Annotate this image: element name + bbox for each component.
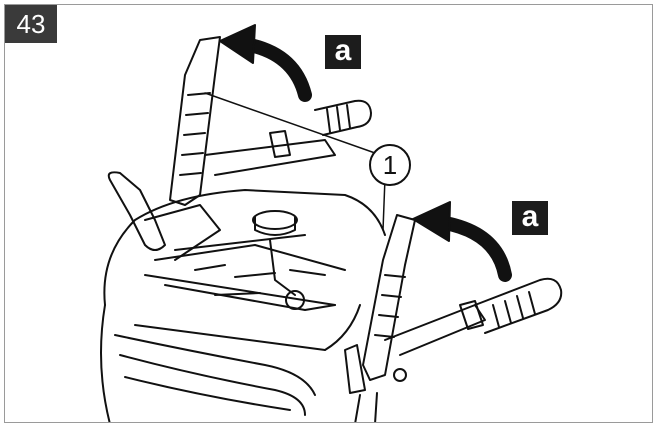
figure-number: 43 xyxy=(5,5,57,43)
diagram-frame: 1 43 a a xyxy=(4,4,653,423)
scooter-front-body xyxy=(100,189,386,422)
right-handle-folded xyxy=(344,214,563,422)
arrow-label-upper: a xyxy=(325,35,361,69)
left-handle-folded xyxy=(169,36,372,206)
steering-stem xyxy=(252,210,326,310)
curved-arrow-icon xyxy=(219,24,312,102)
callout-circle-icon xyxy=(369,144,411,186)
callout-leaders xyxy=(204,92,386,231)
arrow-label-lower: a xyxy=(512,201,548,235)
left-strap xyxy=(107,171,221,261)
handlebar-illustration: 1 xyxy=(100,24,563,422)
curved-arrow-icon xyxy=(412,201,512,282)
callout-number: 1 xyxy=(383,150,397,180)
